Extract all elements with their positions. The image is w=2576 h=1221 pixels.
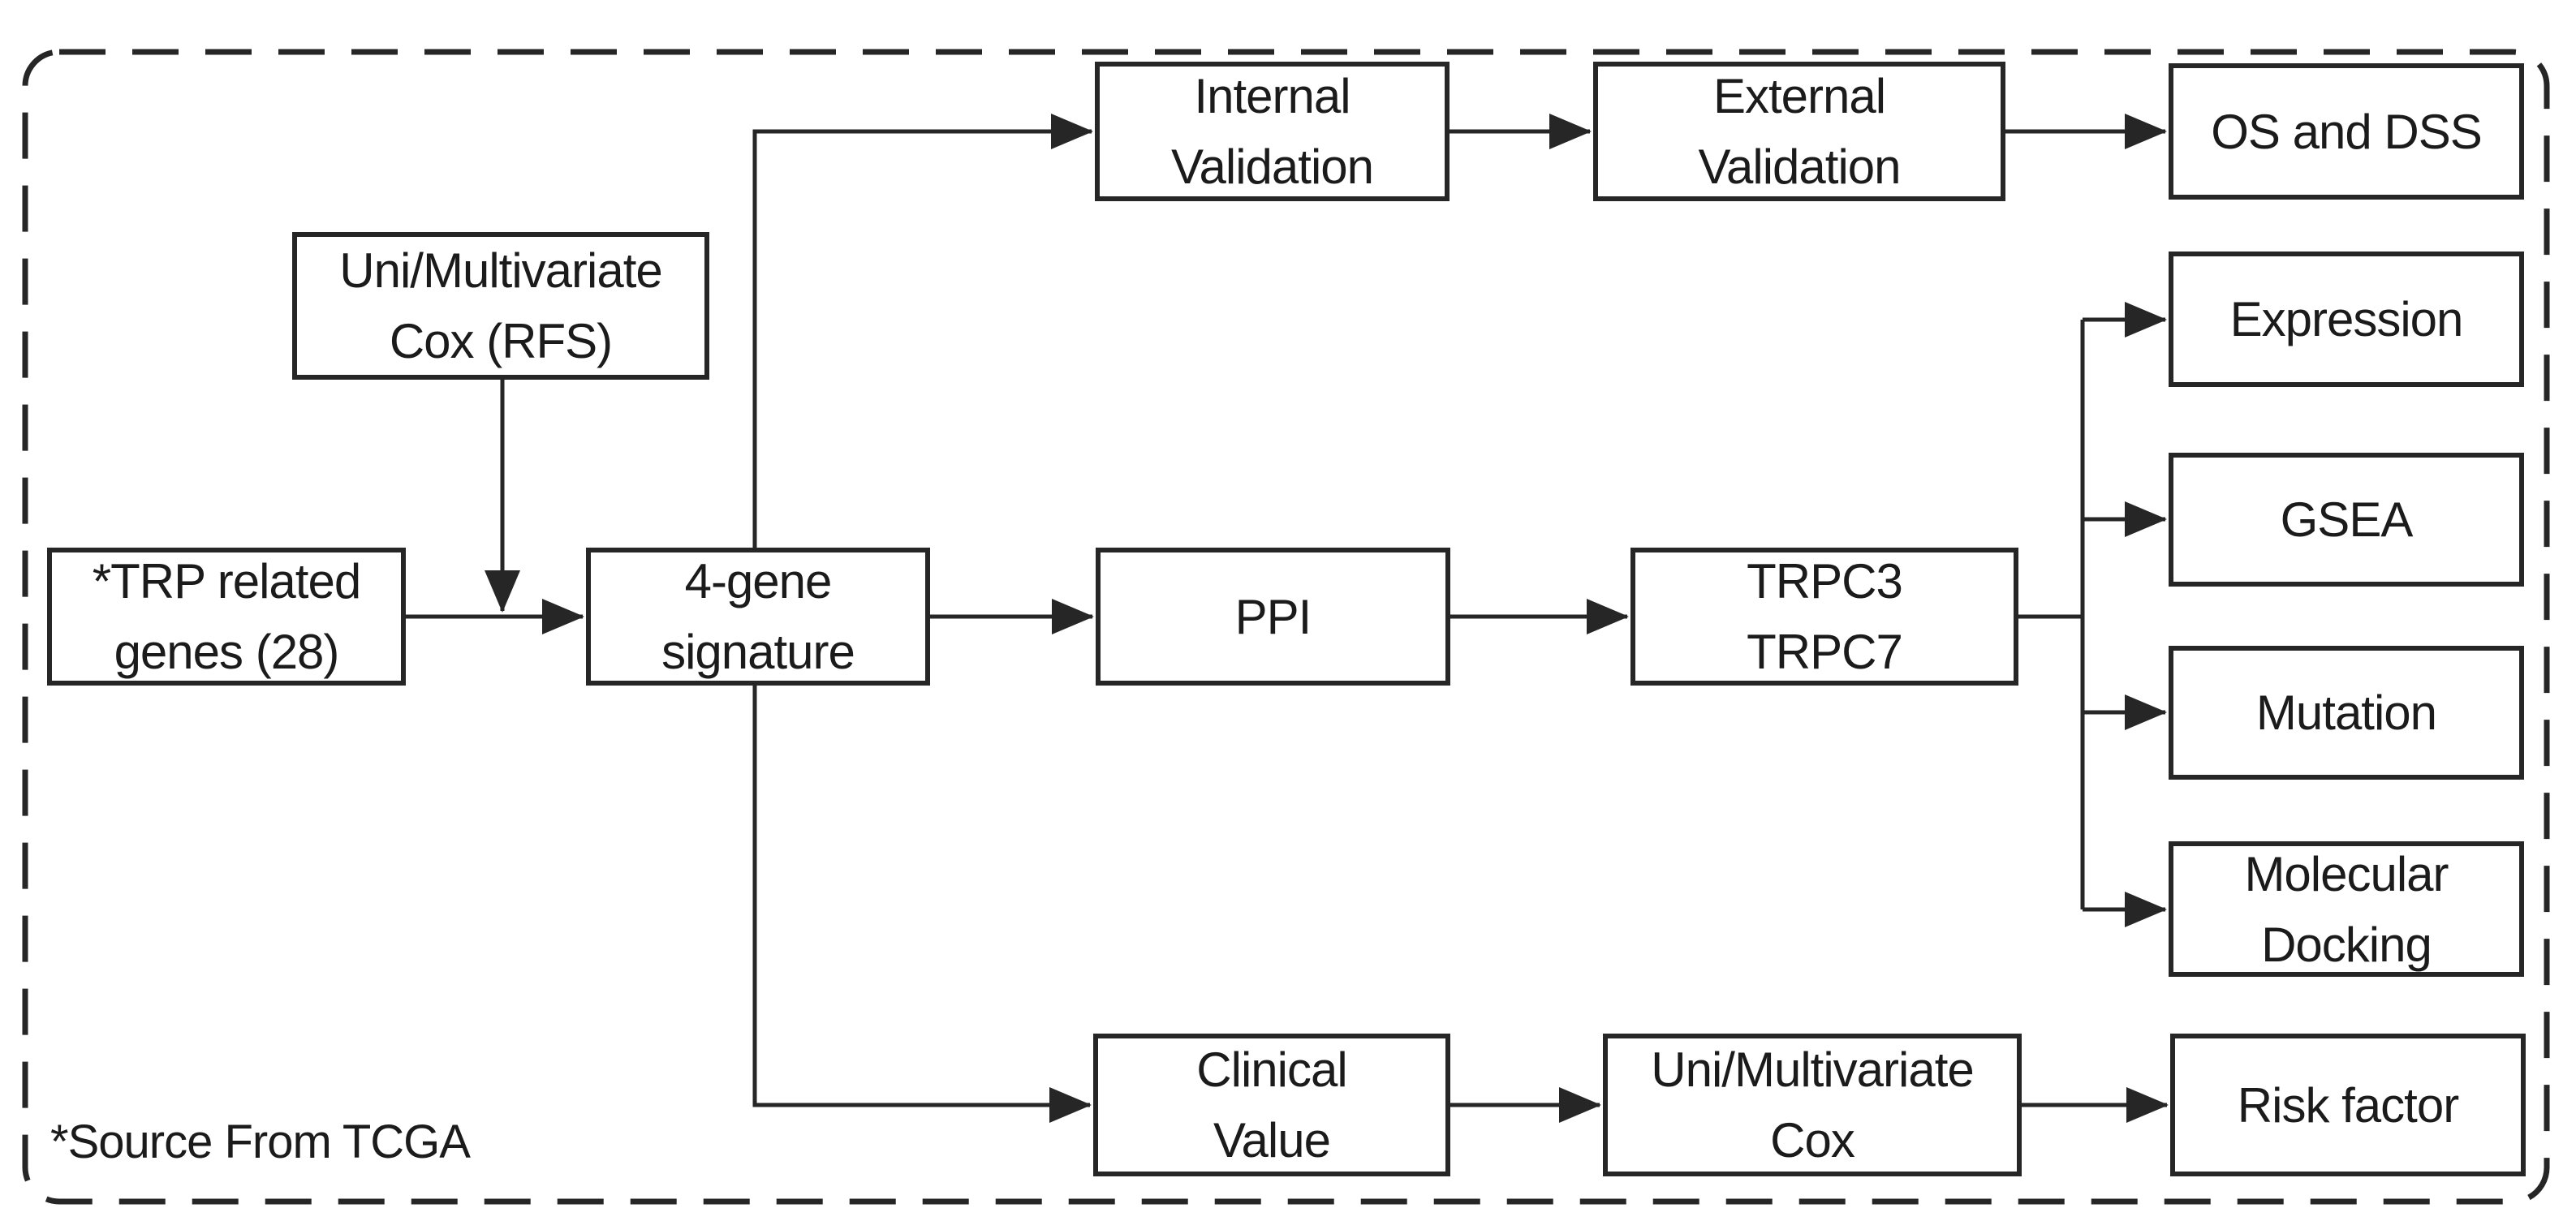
node-trp-related-genes: *TRP related genes (28) (47, 548, 406, 686)
node-uni-multivariate-cox: Uni/Multivariate Cox (1603, 1034, 2022, 1176)
node-internal-validation: Internal Validation (1095, 62, 1450, 201)
node-four-gene-signature: 4-gene signature (586, 548, 930, 686)
node-mutation: Mutation (2169, 646, 2524, 780)
footnote-source-tcga: *Source From TCGA (50, 1116, 471, 1168)
node-gsea: GSEA (2169, 453, 2524, 587)
node-molecular-docking: Molecular Docking (2169, 841, 2524, 977)
dashed-border (22, 49, 2550, 1205)
node-uni-multivariate-cox-rfs: Uni/Multivariate Cox (RFS) (292, 232, 709, 380)
node-expression: Expression (2169, 252, 2524, 387)
node-ppi: PPI (1096, 548, 1450, 686)
edge-signature-to-internal-validation (752, 114, 1093, 548)
node-clinical-value: Clinical Value (1093, 1034, 1450, 1176)
node-trpc3-trpc7: TRPC3 TRPC7 (1630, 548, 2018, 686)
node-external-validation: External Validation (1593, 62, 2005, 201)
node-os-and-dss: OS and DSS (2169, 63, 2524, 200)
edge-signature-to-clinical-value (752, 686, 1092, 1123)
node-risk-factor: Risk factor (2170, 1034, 2526, 1176)
